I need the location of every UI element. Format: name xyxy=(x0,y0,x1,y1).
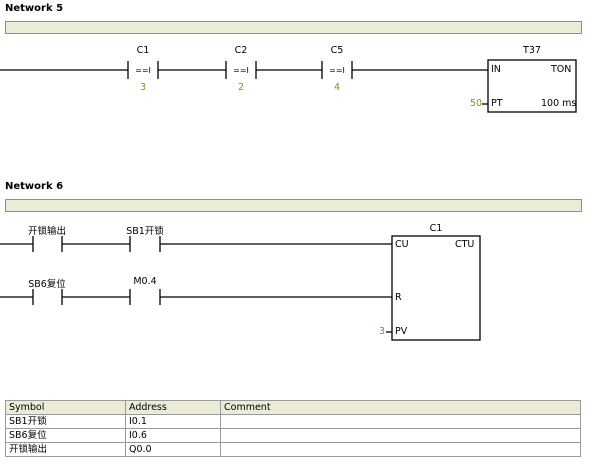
counter-type: CTU xyxy=(455,239,475,250)
timer-pt-value: 50 xyxy=(470,98,483,109)
cell-symbol[interactable]: SB6复位 xyxy=(5,428,126,443)
symbol-table: Symbol Address Comment SB1开锁 I0.1 SB6复位 … xyxy=(5,400,581,457)
timer-pt-pin: PT xyxy=(491,98,503,109)
network-5-title: Network 5 xyxy=(5,3,64,14)
symbol-table-header: Symbol Address Comment xyxy=(5,400,581,415)
contact-symbol-sb1-unlock: SB1开锁 xyxy=(126,226,164,237)
timer-box-name: T37 xyxy=(523,45,541,56)
contact-op-c5: ==I xyxy=(329,66,345,75)
cell-comment[interactable] xyxy=(220,414,581,429)
cell-address[interactable]: I0.1 xyxy=(125,414,221,429)
contact-symbol-c5: C5 xyxy=(330,45,344,56)
contact-symbol-c1: C1 xyxy=(136,45,150,56)
cell-symbol[interactable]: SB1开锁 xyxy=(5,414,126,429)
network-5-comment-bar[interactable] xyxy=(5,21,582,34)
contact-symbol-m0-4: M0.4 xyxy=(133,276,157,287)
contact-op-c2: ==I xyxy=(233,66,249,75)
counter-cu-pin: CU xyxy=(395,239,409,250)
table-row[interactable]: 开锁输出 Q0.0 xyxy=(5,442,581,457)
header-symbol[interactable]: Symbol xyxy=(5,400,126,415)
contact-symbol-c2: C2 xyxy=(234,45,248,56)
cell-symbol[interactable]: 开锁输出 xyxy=(5,442,126,457)
header-comment[interactable]: Comment xyxy=(220,400,581,415)
table-row[interactable]: SB6复位 I0.6 xyxy=(5,428,581,443)
counter-box-name: C1 xyxy=(429,223,443,234)
counter-pv-pin: PV xyxy=(395,326,408,337)
network-6-comment-bar[interactable] xyxy=(5,199,582,212)
cell-address[interactable]: Q0.0 xyxy=(125,442,221,457)
timer-resolution: 100 ms xyxy=(541,98,577,109)
timer-type: TON xyxy=(551,64,572,75)
cell-comment[interactable] xyxy=(220,428,581,443)
counter-r-pin: R xyxy=(395,292,402,303)
cell-comment[interactable] xyxy=(220,442,581,457)
timer-in-pin: IN xyxy=(491,64,501,75)
contact-value-c2: 2 xyxy=(237,82,245,93)
table-row[interactable]: SB1开锁 I0.1 xyxy=(5,414,581,429)
contact-symbol-sb6-reset: SB6复位 xyxy=(28,279,66,290)
contact-value-c5: 4 xyxy=(333,82,341,93)
counter-pv-value: 3 xyxy=(379,326,386,337)
contact-value-c1: 3 xyxy=(139,82,147,93)
cell-address[interactable]: I0.6 xyxy=(125,428,221,443)
header-address[interactable]: Address xyxy=(125,400,221,415)
contact-symbol-unlock-output: 开锁输出 xyxy=(27,226,67,237)
contact-op-c1: ==I xyxy=(135,66,151,75)
network-6-title: Network 6 xyxy=(5,181,64,192)
